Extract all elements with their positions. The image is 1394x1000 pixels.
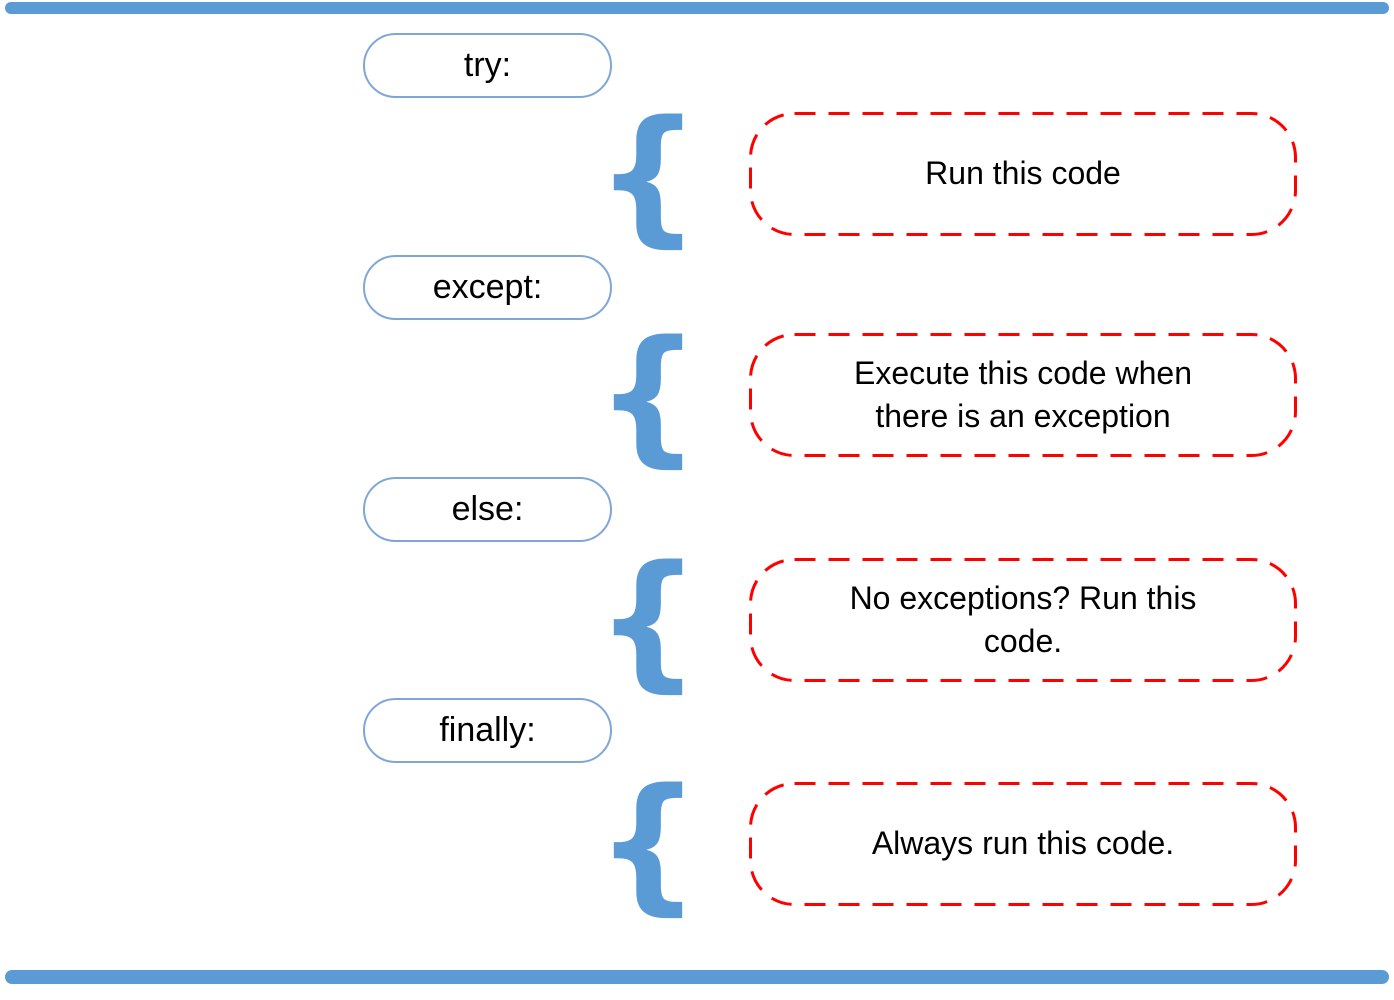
- description-box-else: No exceptions? Run this code.: [749, 558, 1297, 682]
- keyword-label-except: except:: [432, 268, 543, 306]
- brace-glyph: {: [595, 534, 701, 706]
- keyword-label-else: else:: [451, 490, 524, 528]
- top-divider-bar: [5, 2, 1389, 14]
- bottom-divider-bar: [5, 970, 1389, 984]
- opening-brace-icon: {: [595, 769, 700, 917]
- keyword-pill-else: else:: [363, 477, 612, 542]
- dashed-border: [749, 112, 1297, 236]
- description-text-finally: Always run this code.: [871, 825, 1175, 862]
- description-text-else: No exceptions? Run this code.: [849, 579, 1197, 659]
- brace-glyph: {: [595, 757, 701, 929]
- keyword-label-try: try:: [463, 46, 512, 84]
- keyword-pill-finally: finally:: [363, 698, 612, 763]
- description-box-try: Run this code: [749, 112, 1297, 236]
- keyword-pill-try: try:: [363, 33, 612, 98]
- dashed-border: [749, 782, 1297, 906]
- brace-glyph: {: [595, 89, 701, 261]
- description-box-except: Execute this code when there is an excep…: [749, 333, 1297, 457]
- description-box-finally: Always run this code.: [749, 782, 1297, 906]
- description-text-except: Execute this code when there is an excep…: [854, 354, 1192, 434]
- brace-glyph: {: [595, 309, 701, 481]
- description-text-try: Run this code: [925, 155, 1121, 192]
- keyword-label-finally: finally:: [439, 711, 536, 749]
- opening-brace-icon: {: [595, 546, 700, 694]
- opening-brace-icon: {: [595, 321, 700, 469]
- dashed-border: [749, 333, 1297, 457]
- opening-brace-icon: {: [595, 101, 700, 249]
- dashed-border: [749, 558, 1297, 682]
- keyword-pill-except: except:: [363, 255, 612, 320]
